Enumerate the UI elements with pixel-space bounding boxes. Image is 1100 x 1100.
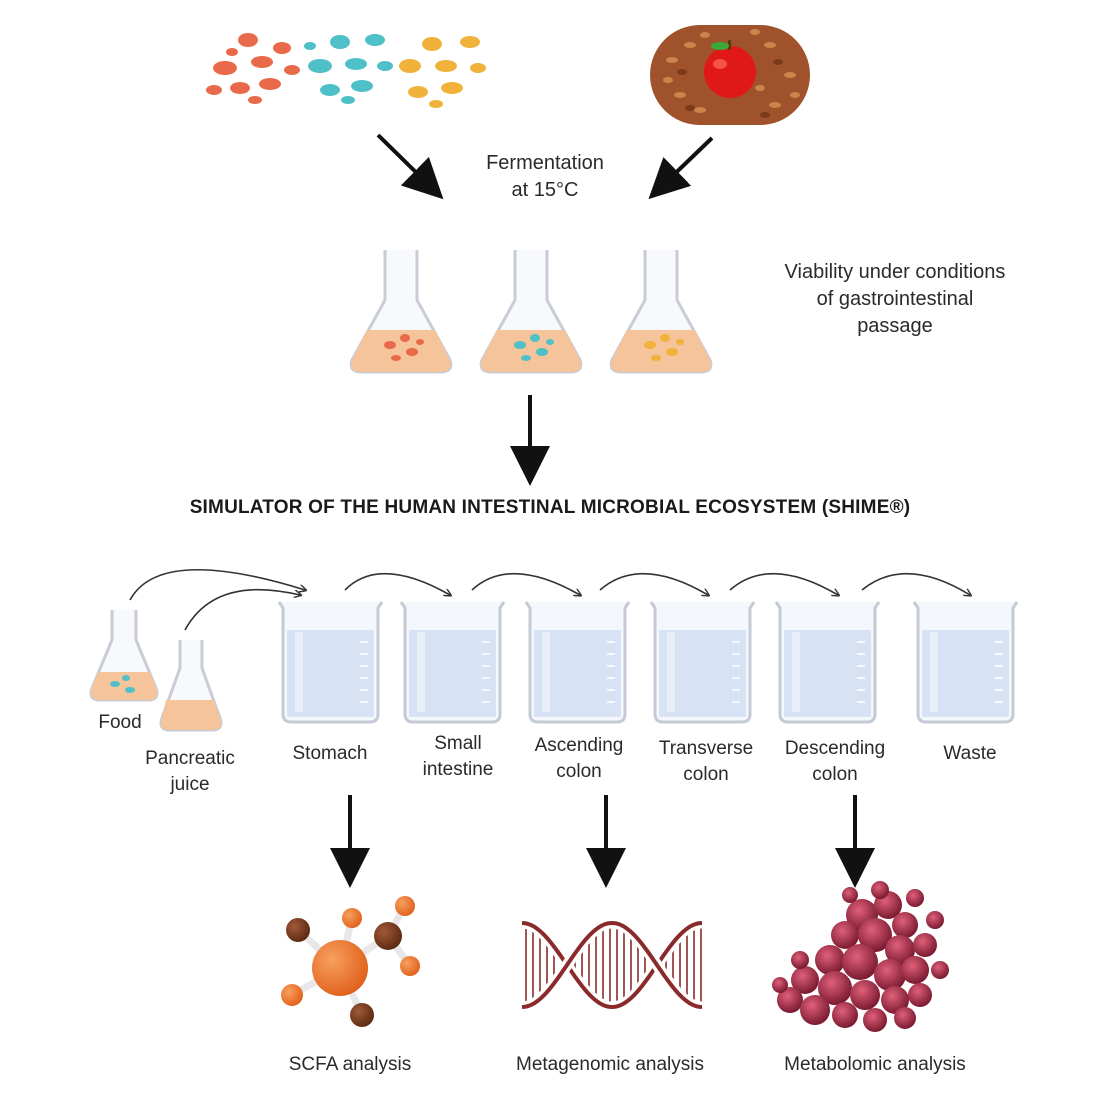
label-food: Food (98, 712, 142, 733)
beaker-transverse-colon (649, 601, 756, 724)
arrow-stomach-to-small-intestine (344, 572, 450, 595)
arrow-pancreatic-to-stomach (184, 588, 300, 631)
arrow-descending-to-waste (861, 572, 970, 595)
beaker-ascending-colon (524, 601, 631, 724)
bacteria-cluster-yellow (399, 36, 486, 108)
label-scfa-analysis: SCFA analysis (288, 1054, 412, 1075)
arrow-food-to-stomach (129, 568, 305, 601)
bacteria-cluster-red (206, 33, 300, 104)
arrow-ascending-to-transverse (599, 572, 708, 595)
flask-red (349, 250, 453, 374)
beaker-small-intestine (399, 601, 506, 724)
shime-beakers (277, 601, 1019, 724)
dna-helix-icon (521, 917, 703, 1013)
beaker-descending-colon (774, 601, 881, 724)
flask-yellow (609, 250, 713, 374)
metabolite-cluster-icon (772, 881, 949, 1032)
shime-title: SIMULATOR OF THE HUMAN INTESTINAL MICROB… (189, 497, 911, 518)
bacteria-cluster-teal (304, 34, 393, 104)
arrow-transverse-to-descending (729, 572, 838, 595)
label-metagenomic-analysis: Metagenomic analysis (516, 1054, 704, 1075)
label-metabolomic-analysis: Metabolomic analysis (784, 1054, 966, 1075)
beaker-waste (912, 601, 1019, 724)
beaker-stomach (277, 601, 384, 724)
label-stomach: Stomach (292, 743, 368, 764)
arrow-bacteria-to-fermentation (376, 133, 444, 200)
flask-teal (479, 250, 583, 374)
label-waste: Waste (943, 743, 997, 764)
flask-food (89, 610, 159, 702)
arrow-small-intestine-to-ascending (471, 572, 580, 595)
apple-oats-image (650, 25, 810, 125)
arrow-food-to-fermentation (648, 136, 714, 200)
flask-pancreatic-juice (159, 640, 223, 732)
scfa-atoms (281, 896, 420, 1027)
